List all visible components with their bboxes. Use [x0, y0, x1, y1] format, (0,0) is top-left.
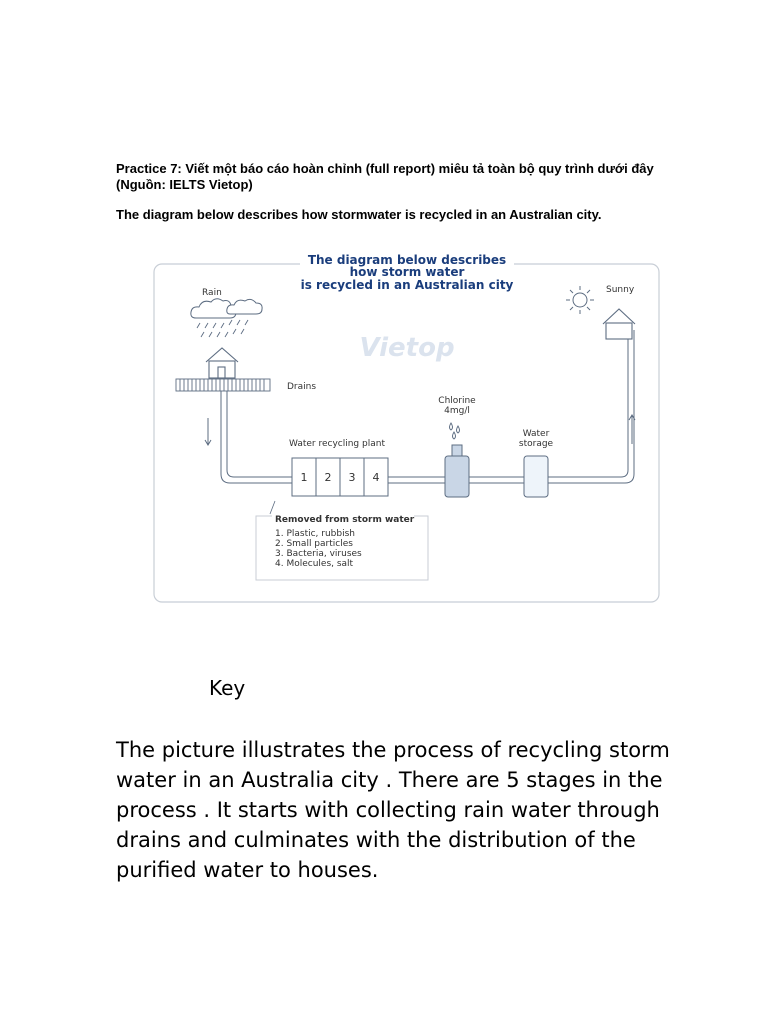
- house-left-icon: [205, 347, 239, 379]
- summary-paragraph: The picture illustrates the process of r…: [116, 738, 670, 882]
- removed-item: 3. Bacteria, viruses: [275, 549, 362, 559]
- sunny-label: Sunny: [606, 285, 635, 295]
- diagram-title-line-2: how storm water: [350, 265, 465, 279]
- drain-grate-icon: [175, 378, 271, 392]
- practice-heading: Practice 7: Viết một báo cáo hoàn chỉnh …: [116, 161, 654, 192]
- water-storage-tank: [523, 455, 549, 498]
- removed-title: Removed from storm water: [275, 515, 415, 525]
- storage-label-line-1: Water: [523, 429, 550, 439]
- up-arrow-icon: [628, 414, 636, 444]
- removed-box: [255, 515, 429, 581]
- removed-item: 4. Molecules, salt: [275, 559, 354, 569]
- title-backdrop: [300, 252, 514, 300]
- stage-label: 4: [373, 471, 380, 484]
- chlorine-neck: [451, 444, 463, 457]
- stage-label: 3: [349, 471, 356, 484]
- chlorine-drops-icon: [449, 422, 460, 440]
- chlorine-dose: 4mg/l: [444, 406, 470, 416]
- callout-line: [269, 500, 276, 515]
- stage-label: 2: [325, 471, 332, 484]
- house-right-icon: [602, 308, 636, 340]
- drains-label: Drains: [287, 382, 316, 392]
- removed-item: 1. Plastic, rubbish: [275, 529, 355, 539]
- diagram-title-line-1: The diagram below describes: [308, 253, 506, 267]
- diagram-caption: The diagram below describes how stormwat…: [116, 207, 602, 222]
- sun-icon: [566, 286, 594, 314]
- pipe-outer: [220, 330, 635, 484]
- chlorine-label: Chlorine: [438, 396, 476, 406]
- rain-label: Rain: [202, 288, 222, 298]
- plant-label: Water recycling plant: [289, 439, 385, 449]
- storage-label-line-2: storage: [519, 439, 554, 449]
- stormwater-diagram: The diagram below describes how storm wa…: [153, 252, 660, 603]
- diagram-title-line-3: is recycled in an Australian city: [301, 278, 514, 292]
- stage-label: 1: [301, 471, 308, 484]
- down-arrow-icon: [204, 418, 212, 446]
- removed-title-backdrop: [272, 512, 414, 521]
- chlorine-tank: [444, 455, 470, 498]
- rain-drops-icon: [196, 319, 249, 338]
- pipe-inner: [226, 330, 629, 478]
- removed-item: 2. Small particles: [275, 539, 353, 549]
- recycling-plant: [291, 457, 389, 497]
- rain-cloud-icon: [190, 298, 263, 319]
- key-label: Key: [209, 676, 246, 700]
- watermark: Vietop: [359, 333, 454, 363]
